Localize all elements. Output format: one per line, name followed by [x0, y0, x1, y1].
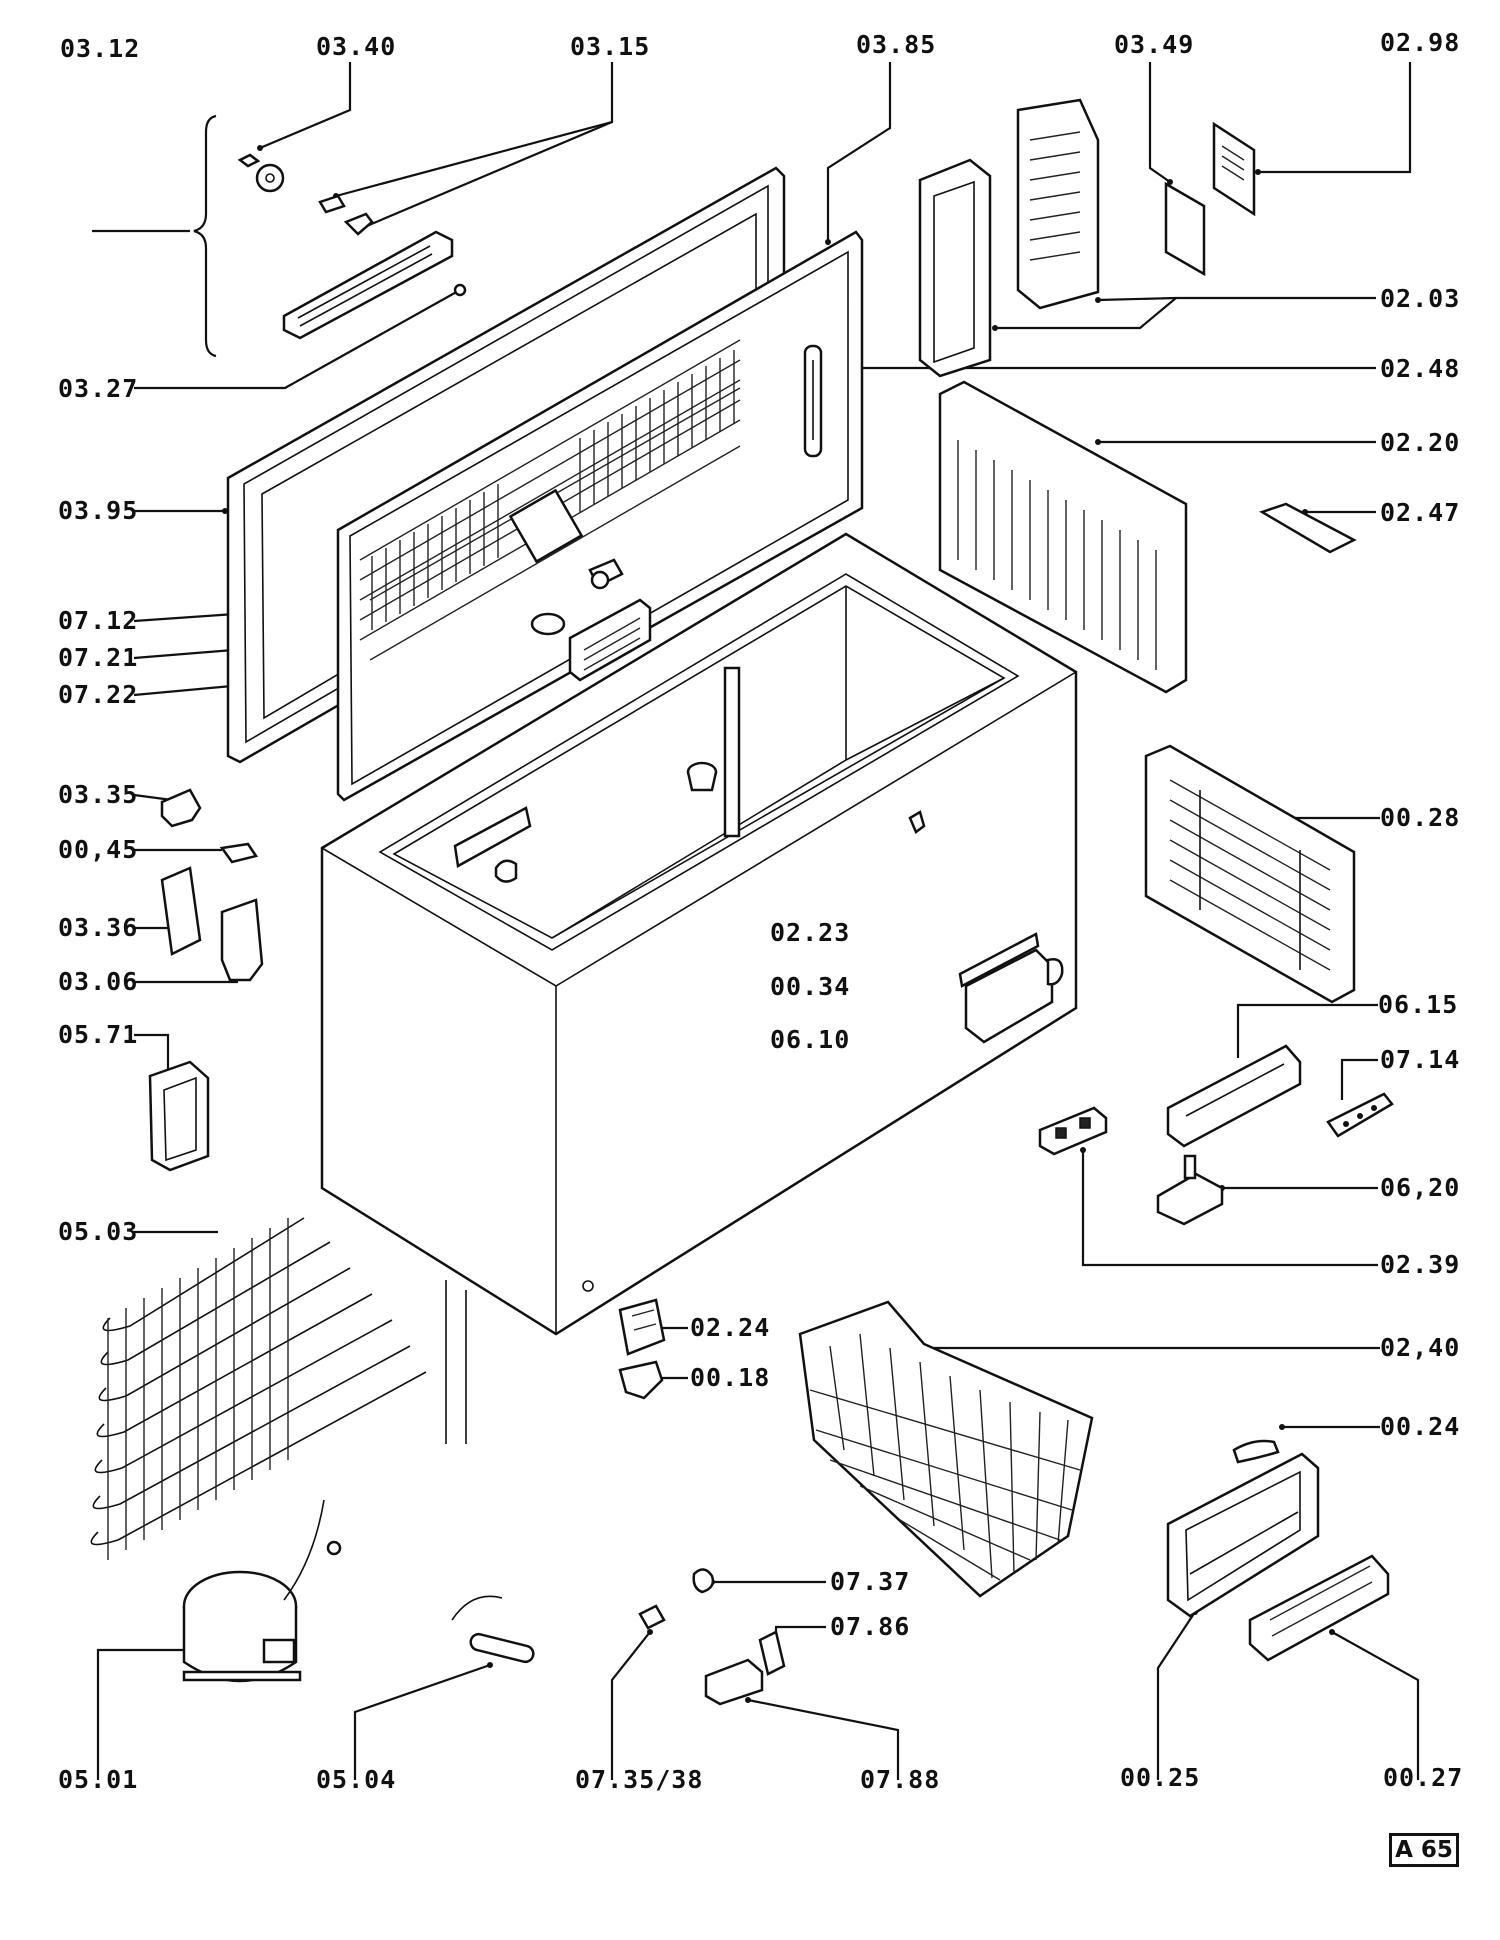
terminal-block-part [1326, 1092, 1394, 1138]
filter-drier-part [451, 1595, 535, 1664]
hinge-screw-part [318, 194, 374, 236]
control-panel-front-part [1016, 98, 1100, 310]
part-label-06-15: 06.15 [1378, 990, 1459, 1019]
condenser-part [90, 1217, 467, 1560]
cable-clip-part [692, 1568, 715, 1594]
part-label-07-35-38: 07.35/38 [575, 1765, 704, 1794]
lamp-switch-part [1156, 1154, 1224, 1226]
part-label-07-22: 07.22 [58, 680, 139, 709]
part-label-00-34: 00.34 [770, 972, 851, 1001]
part-label-00-25: 00.25 [1120, 1763, 1201, 1792]
part-label-02-98: 02.98 [1380, 28, 1461, 57]
basket-hinge-part [1038, 1106, 1108, 1156]
part-label-03-85: 03.85 [856, 30, 937, 59]
hinge-bar-part [282, 230, 467, 340]
control-panel-part [568, 598, 652, 682]
small-latch-part [219, 842, 259, 864]
part-label-02-24: 02.24 [690, 1313, 771, 1342]
foot-part [618, 1360, 664, 1400]
lid-liner-part [336, 230, 864, 802]
small-clip-part [908, 810, 926, 834]
small-rail-part [1258, 502, 1357, 554]
part-label-03-40: 03.40 [316, 32, 397, 61]
handle-part [1232, 1439, 1280, 1464]
knob-part [530, 612, 566, 636]
foot-plate-part [618, 1298, 666, 1356]
lock-clip-part [160, 788, 202, 828]
part-label-07-88: 07.88 [860, 1765, 941, 1794]
label-card-part [1164, 181, 1206, 277]
thermostat-part [588, 558, 624, 590]
part-label-07-12: 07.12 [58, 606, 139, 635]
display-frame-part [918, 158, 992, 378]
wall-grille-part [938, 380, 1188, 694]
part-label-03-12: 03.12 [60, 34, 141, 63]
part-label-06-20: 06,20 [1380, 1173, 1461, 1202]
compressor-part [182, 1499, 342, 1683]
part-label-00-45: 00,45 [58, 835, 139, 864]
part-label-02-40: 02,40 [1380, 1333, 1461, 1362]
part-label-00-24: 00.24 [1380, 1412, 1461, 1441]
part-label-02-03: 02.03 [1380, 284, 1461, 313]
part-label-03-36: 03.36 [58, 913, 139, 942]
overload-protector-part [758, 1630, 786, 1676]
cabinet-body-part [320, 532, 1078, 1336]
lamp-housing-part [958, 932, 1064, 1044]
wire-basket-part [798, 1300, 1094, 1598]
part-label-03-15: 03.15 [570, 32, 651, 61]
hinge-cam-part [237, 153, 285, 193]
part-label-02-47: 02.47 [1380, 498, 1461, 527]
part-label-07-86: 07.86 [830, 1612, 911, 1641]
part-label-07-37: 07.37 [830, 1567, 911, 1596]
part-label-02-20: 02.20 [1380, 428, 1461, 457]
part-label-03-49: 03.49 [1114, 30, 1195, 59]
thermometer-part [803, 344, 823, 458]
part-label-05-04: 05.04 [316, 1765, 397, 1794]
part-label-02-39: 02.39 [1380, 1250, 1461, 1279]
relay-part [638, 1604, 666, 1630]
part-label-07-21: 07.21 [58, 643, 139, 672]
part-label-03-06: 03.06 [58, 967, 139, 996]
part-label-06-10: 06.10 [770, 1025, 851, 1054]
part-label-05-01: 05.01 [58, 1765, 139, 1794]
page-code-badge: A 65 [1389, 1833, 1459, 1867]
cabinet-inner-bracket-part [453, 806, 532, 883]
part-label-03-95: 03.95 [58, 496, 139, 525]
part-label-07-14: 07.14 [1380, 1045, 1461, 1074]
door-frame-part [1166, 1452, 1320, 1618]
part-label-02-23: 02.23 [770, 918, 851, 947]
part-label-00-27: 00.27 [1383, 1763, 1464, 1792]
lid-evaporator-part [371, 350, 735, 630]
part-label-05-03: 05.03 [58, 1217, 139, 1246]
part-label-03-35: 03.35 [58, 780, 139, 809]
part-label-00-18: 00.18 [690, 1363, 771, 1392]
part-label-02-48: 02.48 [1380, 354, 1461, 383]
part-label-05-71: 05.71 [58, 1020, 139, 1049]
part-label-03-27: 03.27 [58, 374, 139, 403]
lock-cover-part [160, 866, 202, 956]
part-label-00-28: 00.28 [1380, 803, 1461, 832]
cover-plate-part [1248, 1554, 1390, 1662]
hinge-cover-part [148, 1060, 210, 1172]
switch-bracket-part [1166, 1044, 1302, 1148]
start-relay-part [704, 1658, 764, 1706]
lock-mechanism-part [220, 898, 264, 982]
instruction-sheet-part [1212, 121, 1256, 217]
vent-panel-part [1144, 744, 1356, 1004]
drain-plug-part [686, 761, 718, 792]
